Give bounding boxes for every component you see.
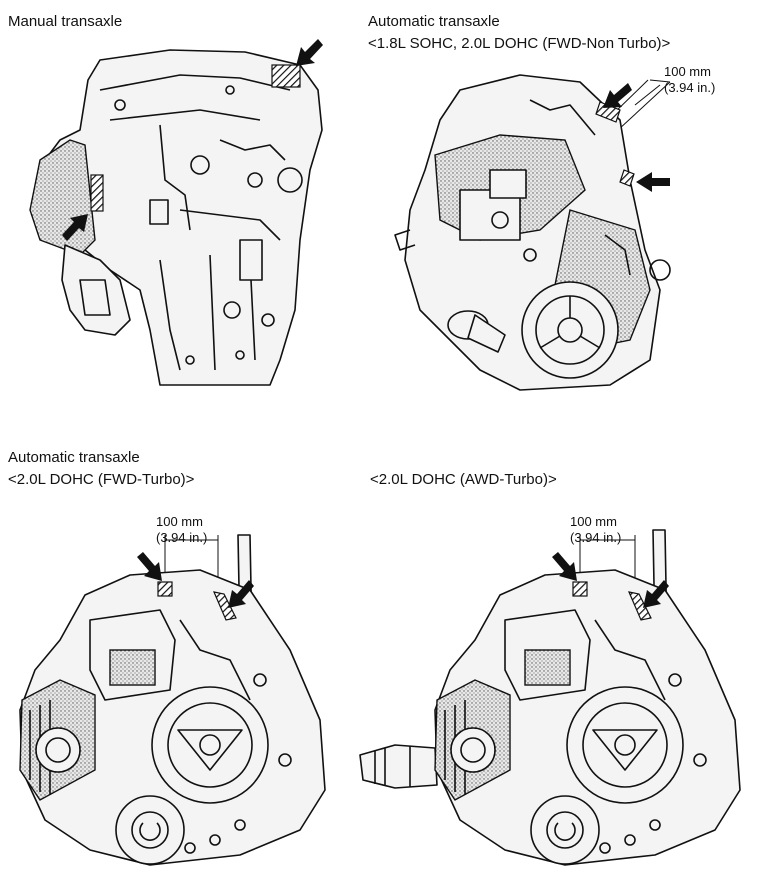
dimension-mm: 100 mm (570, 514, 617, 529)
pointer-arrow-icon (62, 214, 88, 241)
pointer-arrow-icon (296, 39, 323, 66)
at-fwd-non-turbo-subtitle: <1.8L SOHC, 2.0L DOHC (FWD-Non Turbo)> (368, 35, 671, 52)
pointer-arrow-icon (603, 83, 632, 108)
manual-title: Manual transaxle (8, 13, 123, 30)
pointer-arrow-icon (137, 552, 162, 581)
manual-transaxle-drawing (29, 39, 323, 386)
pointer-arrow-icon (228, 580, 254, 608)
at-awd-turbo-subtitle: <2.0L DOHC (AWD-Turbo)> (370, 471, 557, 488)
dimension-in: (3.94 in.) (156, 530, 208, 545)
pointer-arrow-icon (552, 552, 577, 581)
at-fwd-turbo-drawing (19, 534, 326, 866)
at-fwd-turbo-subtitle: <2.0L DOHC (FWD-Turbo)> (8, 471, 195, 488)
pointer-arrow-icon (643, 580, 669, 608)
at-fwd-turbo-title: Automatic transaxle (8, 449, 140, 466)
at-awd-turbo-drawing (359, 529, 741, 866)
dimension-mm: 100 mm (156, 514, 203, 529)
dimension-mm: 100 mm (664, 64, 711, 79)
at-fwd-non-turbo-title: Automatic transaxle (368, 13, 500, 30)
pointer-arrow-icon (636, 172, 670, 192)
dimension-in: (3.94 in.) (570, 530, 622, 545)
at-fwd-non-turbo-drawing (394, 74, 671, 391)
dimension-in: (3.94 in.) (664, 80, 716, 95)
